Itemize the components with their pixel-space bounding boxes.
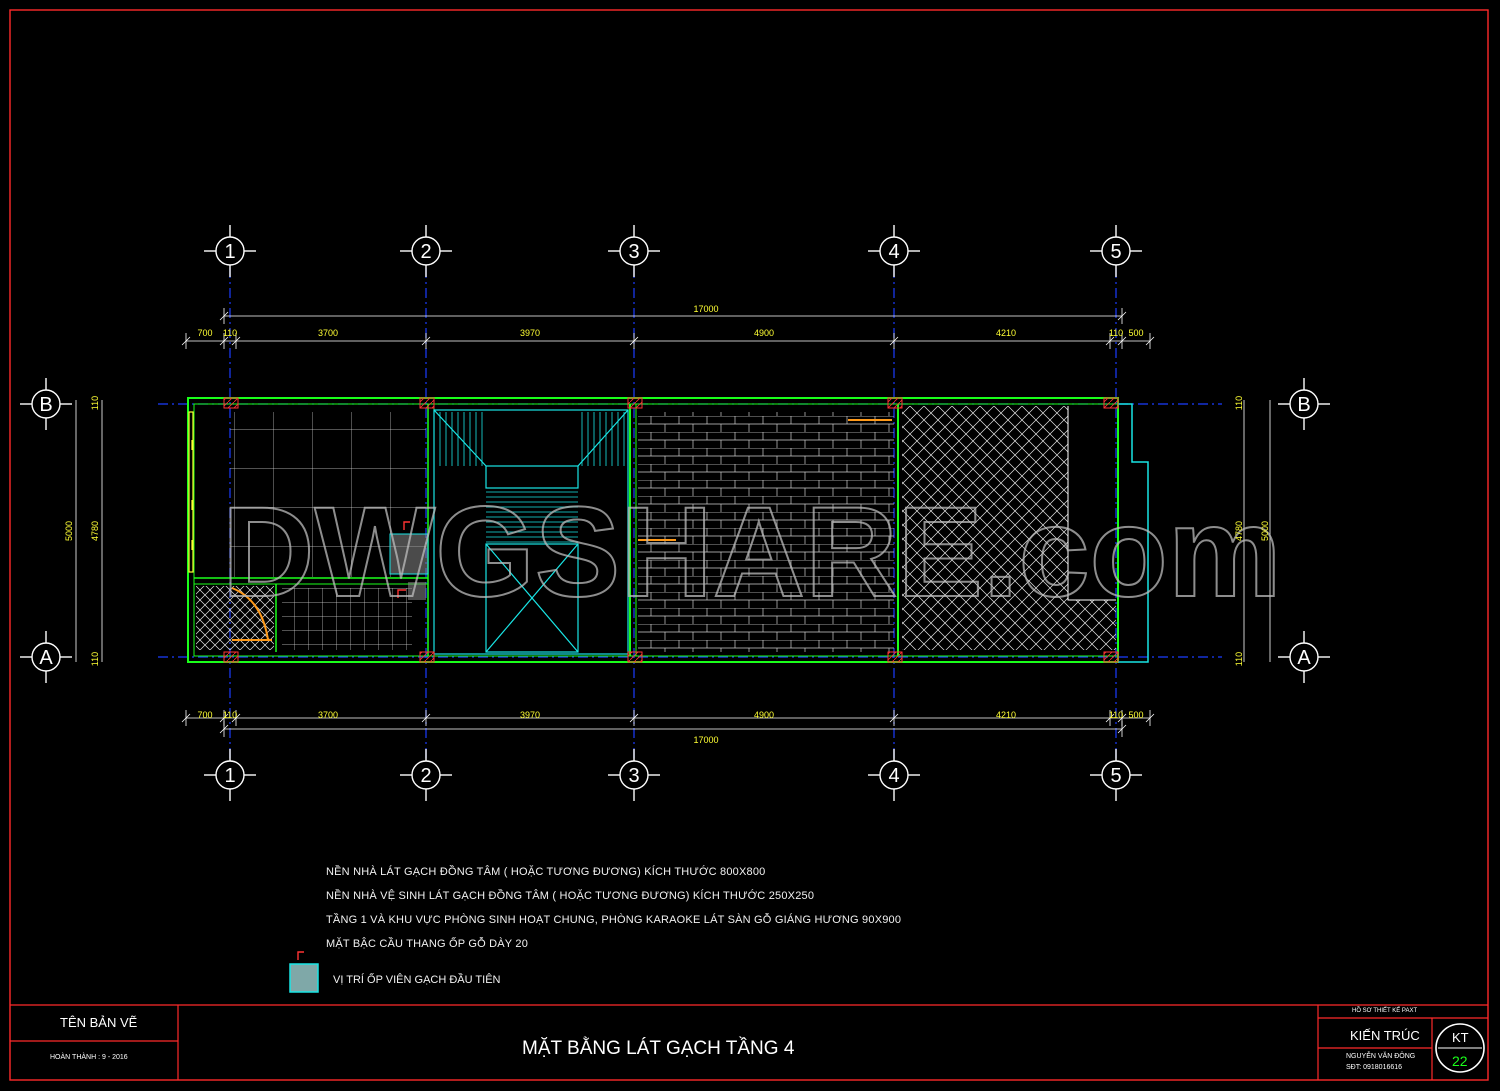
dim-top-7: 500 (1128, 328, 1143, 338)
note-2: NỀN NHÀ VỆ SINH LÁT GẠCH ĐỒNG TÂM ( HOẶC… (326, 890, 815, 902)
axis-bubble-left-A: A (20, 631, 72, 683)
note-4: MẶT BẬC CẦU THANG ỐP GỖ DÀY 20 (326, 938, 529, 950)
dim-top-5: 4210 (996, 328, 1016, 338)
dim-left-1: 4780 (90, 521, 100, 541)
project-label: HỒ SƠ THIẾT KẾ PAXT (1352, 1008, 1418, 1014)
svg-text:B: B (39, 394, 52, 416)
dim-left-small-0: 110 (90, 396, 100, 410)
dim-bottom-6: 110 (1109, 710, 1123, 720)
axis-bubble-bottom-1: 1 (204, 749, 256, 801)
structural-column-4 (1103, 397, 1119, 409)
dim-right-0: 4780 (1234, 521, 1244, 541)
note-1: NỀN NHÀ LÁT GẠCH ĐỒNG TÂM ( HOẶC TƯƠNG Đ… (326, 866, 766, 878)
dim-top-2: 3700 (318, 328, 338, 338)
structural-column-8 (887, 651, 903, 663)
outer-border (9, 9, 1489, 1081)
svg-text:1: 1 (224, 765, 235, 787)
structural-column-2 (627, 397, 643, 409)
structural-column-5 (223, 651, 239, 663)
dim-top-1: 110 (223, 328, 237, 338)
wc-tile-250-area (282, 588, 412, 650)
karaoke-brick-area (638, 412, 894, 652)
dim-overall-top: 17000 (693, 304, 718, 314)
sheet-badge (1435, 1023, 1485, 1073)
dim-bottom-1: 110 (223, 710, 237, 720)
note-3: TẦNG 1 VÀ KHU VỰC PHÒNG SINH HOẠT CHUNG,… (326, 914, 902, 926)
axis-bubble-top-3: 3 (608, 225, 660, 277)
right-wall-step (1118, 403, 1149, 663)
svg-text:4: 4 (888, 241, 899, 263)
axis-bubble-top-5: 5 (1090, 225, 1142, 277)
svg-text:A: A (1297, 647, 1311, 669)
designer-name: NGUYỄN VĂN ĐÔNG (1346, 1053, 1416, 1060)
svg-text:3: 3 (628, 241, 639, 263)
svg-text:B: B (1297, 394, 1310, 416)
discipline: KIẾN TRÚC (1350, 1028, 1420, 1043)
axis-bubble-left-B: B (20, 378, 72, 430)
start-tile-marker (390, 534, 428, 574)
svg-text:5: 5 (1110, 241, 1121, 263)
drawing-title: MẶT BẰNG LÁT GẠCH TẦNG 4 (522, 1038, 795, 1059)
dim-left-0: 5000 (64, 521, 74, 541)
dim-top-3: 3970 (520, 328, 540, 338)
dim-bottom-5: 4210 (996, 710, 1016, 720)
axis-bubble-right-B: B (1278, 378, 1330, 430)
dim-left-small-1: 110 (90, 652, 100, 666)
dim-overall-bottom: 17000 (693, 735, 718, 745)
dim-right-1: 5000 (1260, 521, 1270, 541)
axis-bubble-bottom-2: 2 (400, 749, 452, 801)
watermark: DWGSHARE.com (222, 481, 1282, 624)
structural-column-0 (223, 397, 239, 409)
title-block (10, 1004, 1488, 1080)
svg-text:5: 5 (1110, 765, 1121, 787)
dim-top-0: 700 (197, 328, 212, 338)
axis-bubble-bottom-3: 3 (608, 749, 660, 801)
dim-right-small-0: 110 (1234, 396, 1244, 410)
axis-bubble-top-2: 2 (400, 225, 452, 277)
svg-text:2: 2 (420, 765, 431, 787)
structural-column-3 (887, 397, 903, 409)
dim-bottom-2: 3700 (318, 710, 338, 720)
axis-bubble-top-1: 1 (204, 225, 256, 277)
legend-label: VỊ TRÍ ỐP VIÊN GẠCH ĐẦU TIÊN (333, 974, 501, 986)
dim-bottom-4: 4900 (754, 710, 774, 720)
sheet-number: 22 (1452, 1053, 1468, 1069)
svg-text:4: 4 (888, 765, 899, 787)
sheet-name-label: TÊN BẢN VẼ (60, 1015, 138, 1030)
completion-date: HOÀN THÀNH : 9 - 2016 (50, 1054, 128, 1061)
window-strips (188, 411, 194, 573)
terrace-diag-area (902, 406, 1116, 650)
staircase (433, 409, 629, 655)
axis-bubble-bottom-5: 5 (1090, 749, 1142, 801)
structural-column-9 (1103, 651, 1119, 663)
dim-top-4: 4900 (754, 328, 774, 338)
svg-text:3: 3 (628, 765, 639, 787)
dim-top-6: 110 (1109, 328, 1123, 338)
dim-bottom-0: 700 (197, 710, 212, 720)
axis-bubble-right-A: A (1278, 631, 1330, 683)
designer-phone: SĐT: 0918016616 (1346, 1064, 1403, 1071)
sheet-code: KT (1452, 1030, 1469, 1045)
structural-column-7 (627, 651, 643, 663)
structural-column-1 (419, 397, 435, 409)
svg-text:2: 2 (420, 241, 431, 263)
dim-right-small-1: 110 (1234, 652, 1244, 666)
axis-bubble-top-4: 4 (868, 225, 920, 277)
svg-text:1: 1 (224, 241, 235, 263)
dimension-lines (75, 315, 1271, 730)
axis-bubble-bottom-4: 4 (868, 749, 920, 801)
legend-symbol (289, 963, 319, 993)
dim-bottom-3: 3970 (520, 710, 540, 720)
orange-markers (231, 419, 892, 641)
svg-text:A: A (39, 647, 53, 669)
dim-bottom-7: 500 (1128, 710, 1143, 720)
structural-column-6 (419, 651, 435, 663)
